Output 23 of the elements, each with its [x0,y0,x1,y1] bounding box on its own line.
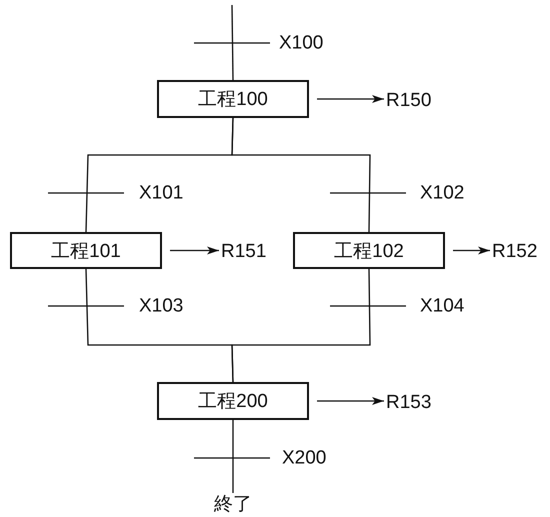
step-box: 工程100 [157,80,309,118]
output-label: R153 [386,390,448,414]
connector-line [231,118,371,232]
connector-line [231,269,371,382]
connector-line [232,420,234,493]
edge-label: X100 [279,34,324,52]
edge-label: X101 [139,184,184,202]
end-label: 終了 [213,493,253,515]
edge-label: X102 [420,184,464,202]
edge-label: X104 [420,296,464,316]
arrow [170,246,219,254]
edge-label: X103 [139,296,184,316]
arrow [317,95,384,103]
output-label: R150 [386,88,448,112]
step-box: 工程102 [293,232,445,269]
arrow [453,246,490,254]
arrow [317,397,384,405]
output-label: R151 [221,239,283,263]
output-label: R152 [492,239,548,263]
connector-line [231,5,234,80]
edge-label: X200 [282,448,326,468]
step-box: 工程101 [10,232,162,269]
step-box: 工程200 [157,382,309,420]
